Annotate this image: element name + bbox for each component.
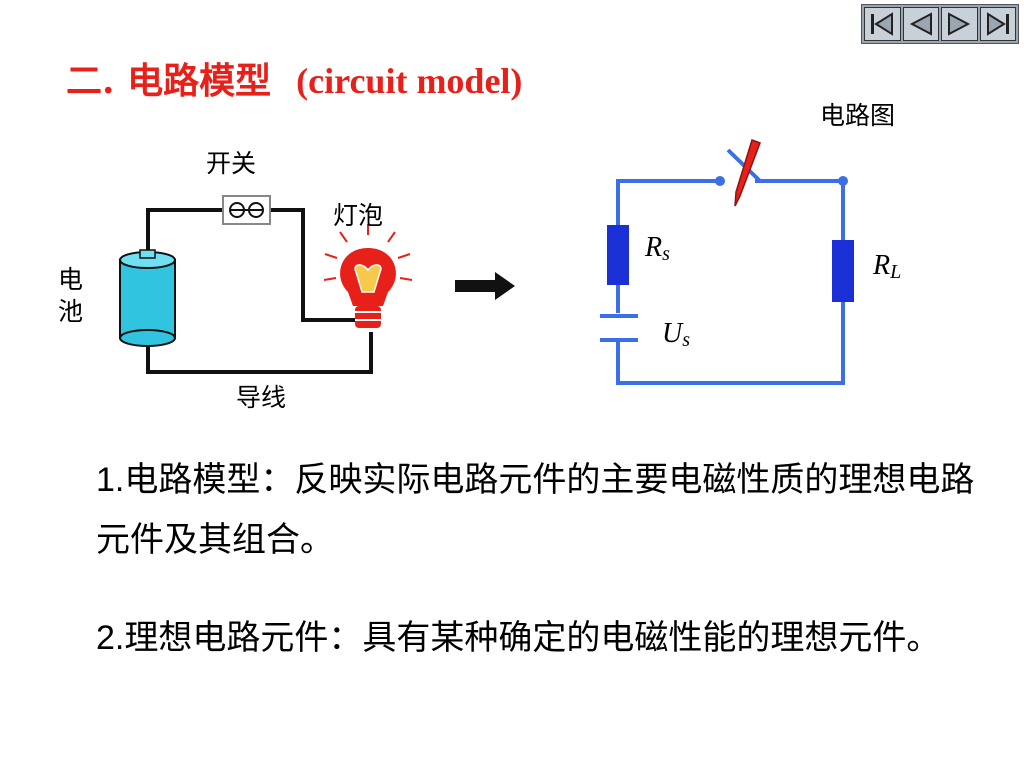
schematic-wire-top-right <box>755 179 845 240</box>
point-1-number: 1. <box>96 461 125 499</box>
switch-label: 开关 <box>206 149 257 178</box>
schematic-title: 电路图 <box>820 101 896 130</box>
skip-forward-icon <box>986 12 1009 36</box>
rs-label: Rs <box>645 232 670 266</box>
bulb-label: 灯泡 <box>333 201 384 230</box>
wire-bottom <box>146 332 373 374</box>
wire-label: 导线 <box>236 383 287 412</box>
next-slide-button[interactable] <box>941 7 978 41</box>
first-slide-button[interactable] <box>864 7 901 41</box>
title-prefix: 二. 电路模型 <box>66 60 272 102</box>
switch-contact-left <box>715 176 725 186</box>
resistor-rs <box>607 225 629 285</box>
point-2: 2.理想电路元件：具有某种确定的电磁性能的理想元件。 <box>96 608 1006 668</box>
rl-label: RL <box>873 250 902 284</box>
point-1-text: 电路模型：反映实际电路元件的主要电磁性质的理想电路元件及其组合。 <box>96 460 975 560</box>
wire-top-right <box>270 208 358 322</box>
point-2-number: 2. <box>96 619 125 657</box>
slide-navigation <box>861 4 1019 44</box>
battery-drawing <box>119 249 176 347</box>
us-label: Us <box>662 318 691 352</box>
arrow-right-icon <box>455 272 515 300</box>
circuit-schematic <box>600 139 854 385</box>
schematic-wire-top-left <box>616 179 720 225</box>
point-2-text: 理想电路元件：具有某种确定的电磁性能的理想元件。 <box>124 618 941 658</box>
bulb-drawing <box>323 224 413 328</box>
switch-contact-right <box>838 176 848 186</box>
last-slide-button[interactable] <box>979 7 1016 41</box>
title-english: (circuit model) <box>296 61 523 101</box>
play-back-icon <box>909 12 932 36</box>
resistor-rl <box>832 240 854 302</box>
play-forward-icon <box>948 12 971 36</box>
skip-back-icon <box>871 12 894 36</box>
schematic-wire-bottom <box>616 302 845 385</box>
switch-arrow-icon <box>734 139 761 207</box>
previous-slide-button[interactable] <box>902 7 939 41</box>
switch-drawing <box>222 195 271 225</box>
point-1: 1.电路模型：反映实际电路元件的主要电磁性质的理想电路元件及其组合。 <box>96 450 1006 570</box>
battery-label: 电 池 <box>58 265 84 326</box>
slide-title: 二. 电路模型 (circuit model) <box>66 52 522 104</box>
physical-circuit-drawing <box>119 195 413 374</box>
